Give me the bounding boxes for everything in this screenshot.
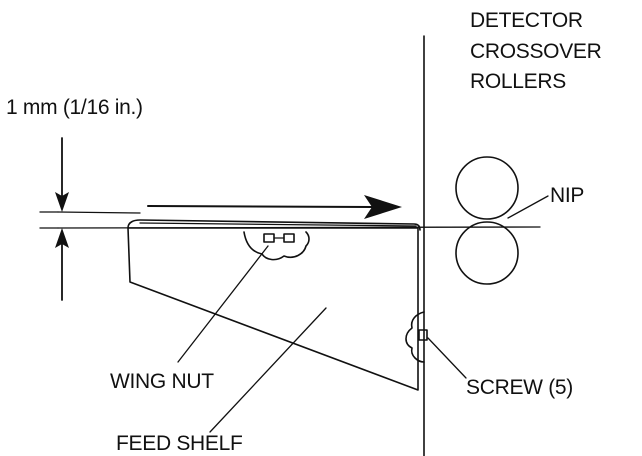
wing-nut-icon <box>243 231 310 261</box>
label-nip: NIP <box>550 184 584 207</box>
gap-reference-line-top <box>57 211 141 214</box>
lower-roller <box>455 221 519 285</box>
wing-nut-leader-line <box>177 245 269 363</box>
label-crossover: CROSSOVER <box>470 40 602 63</box>
label-wing-nut: WING NUT <box>110 370 214 393</box>
arrow-right-icon <box>147 195 402 219</box>
label-screw: SCREW (5) <box>466 376 573 399</box>
upper-roller <box>455 156 519 220</box>
screw-icon <box>405 311 428 363</box>
nip-leader-line <box>507 195 549 219</box>
feed-shelf <box>127 219 421 391</box>
label-gap-dimension: 1 mm (1/16 in.) <box>6 96 143 119</box>
label-detector: DETECTOR <box>470 9 583 32</box>
dimension-arrows-icon <box>39 137 69 301</box>
screw-leader-line <box>427 337 467 379</box>
label-rollers: ROLLERS <box>470 70 566 93</box>
label-feed-shelf: FEED SHELF <box>116 432 243 455</box>
feed-shelf-leader-line <box>209 307 327 433</box>
